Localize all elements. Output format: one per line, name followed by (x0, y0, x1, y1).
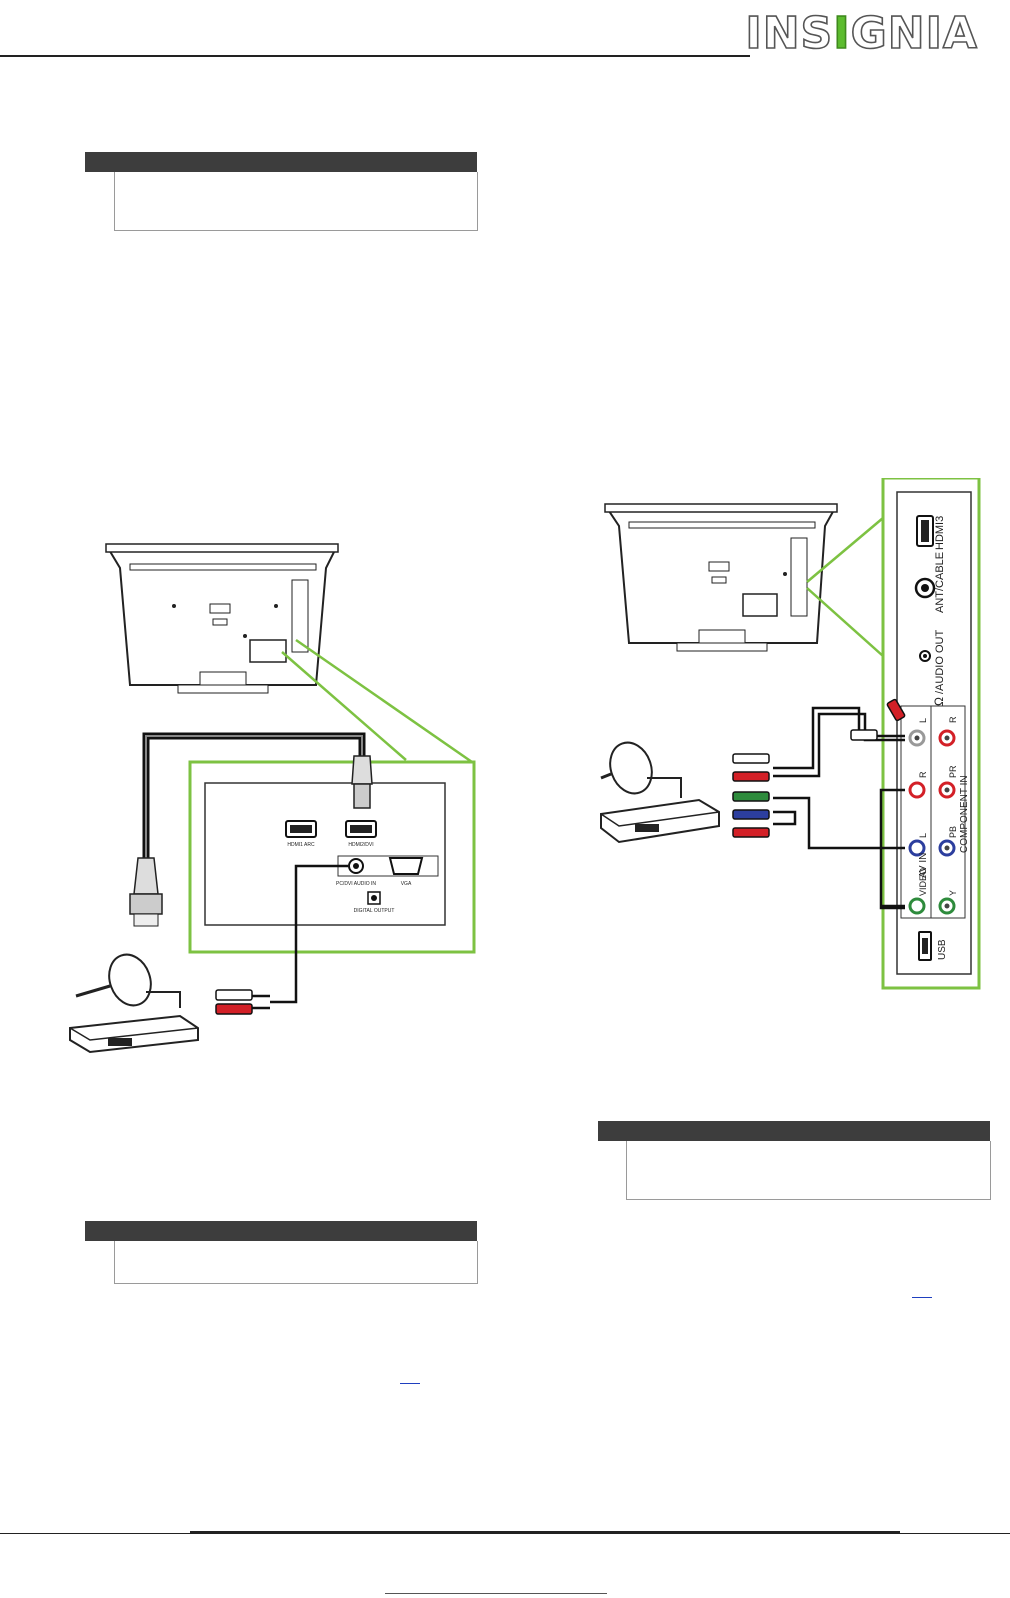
hdmi1-jack: HDMI1 ARC (285, 820, 317, 848)
footer-rule-thick (190, 1531, 900, 1533)
insignia-logo: INSIGNIA (745, 7, 978, 60)
pc-audio-jack: PC/DVI AUDIO IN (336, 858, 376, 887)
pb-jack: L PB (908, 826, 958, 857)
pr-jack: R PR (908, 765, 958, 799)
page-link-2[interactable] (912, 1297, 932, 1298)
header-rule (0, 55, 750, 57)
rca-plugs-right (732, 753, 770, 838)
footer-rule (0, 1533, 1010, 1534)
svg-text:USB: USB (937, 939, 948, 960)
audio-out-jack: /AUDIO OUT Ω (919, 630, 946, 706)
satellite-box-icon (69, 953, 199, 1054)
svg-text:Y: Y (948, 890, 958, 896)
vga-jack: VGA (388, 857, 424, 887)
svg-text:HDMI1 ARC: HDMI1 ARC (287, 842, 315, 848)
note-header-bar-2 (85, 1221, 477, 1241)
svg-text:VIDEO: VIDEO (918, 868, 928, 896)
svg-text:L: L (918, 833, 928, 838)
usb-jack: USB (918, 931, 948, 961)
hdmi2-jack: HDMI2/DVI (345, 820, 377, 848)
svg-text:PB: PB (948, 826, 958, 838)
note-box-1 (114, 172, 478, 231)
audio-l-jack: L (908, 718, 928, 747)
svg-text:R: R (918, 771, 928, 778)
svg-text:DIGITAL OUTPUT: DIGITAL OUTPUT (354, 908, 395, 914)
svg-text:VGA: VGA (401, 881, 412, 887)
component-connection-diagram: HDMI3 ANT/CABLE /AUDIO OUT Ω L R R PR L … (600, 478, 981, 990)
svg-text:AV IN: AV IN (918, 853, 929, 878)
svg-text:/AUDIO OUT: /AUDIO OUT (934, 630, 946, 694)
svg-text:L: L (918, 718, 928, 723)
svg-text:PR: PR (948, 765, 958, 778)
dvi-plug (129, 857, 163, 927)
hdmi3-jack: HDMI3 (916, 515, 946, 550)
headphone-icon: Ω (932, 697, 946, 706)
note-box-3 (626, 1141, 991, 1200)
tv-back-illustration-right (604, 503, 838, 652)
svg-text:COMPONENT IN: COMPONENT IN (959, 775, 970, 853)
hdmi-dvi-connection-diagram: HDMI1 ARC HDMI2/DVI PC/DVI AUDIO IN VGA … (69, 543, 476, 1054)
tv-back-illustration (105, 543, 339, 694)
audio-r-jack: R (938, 716, 958, 747)
svg-text:HDMI2/DVI: HDMI2/DVI (348, 842, 373, 848)
note-header-bar-1 (85, 152, 477, 172)
note-box-2 (114, 1241, 478, 1284)
digital-output-jack: DIGITAL OUTPUT (354, 891, 395, 914)
rca-plugs-left (215, 989, 253, 1015)
svg-text:HDMI3: HDMI3 (934, 516, 946, 550)
note-header-bar-3 (598, 1121, 990, 1141)
svg-text:PC/DVI AUDIO IN: PC/DVI AUDIO IN (336, 881, 376, 887)
page-link-1[interactable] (400, 1383, 420, 1384)
footer-link-underline[interactable] (385, 1593, 607, 1594)
svg-text:R: R (948, 716, 958, 723)
svg-text:ANT/CABLE: ANT/CABLE (934, 552, 946, 613)
y-video-jack: VIDEO Y (908, 868, 958, 915)
satellite-box-icon-right (600, 741, 720, 844)
hdmi-plug (351, 755, 373, 809)
ant-cable-jack: ANT/CABLE (914, 552, 946, 613)
